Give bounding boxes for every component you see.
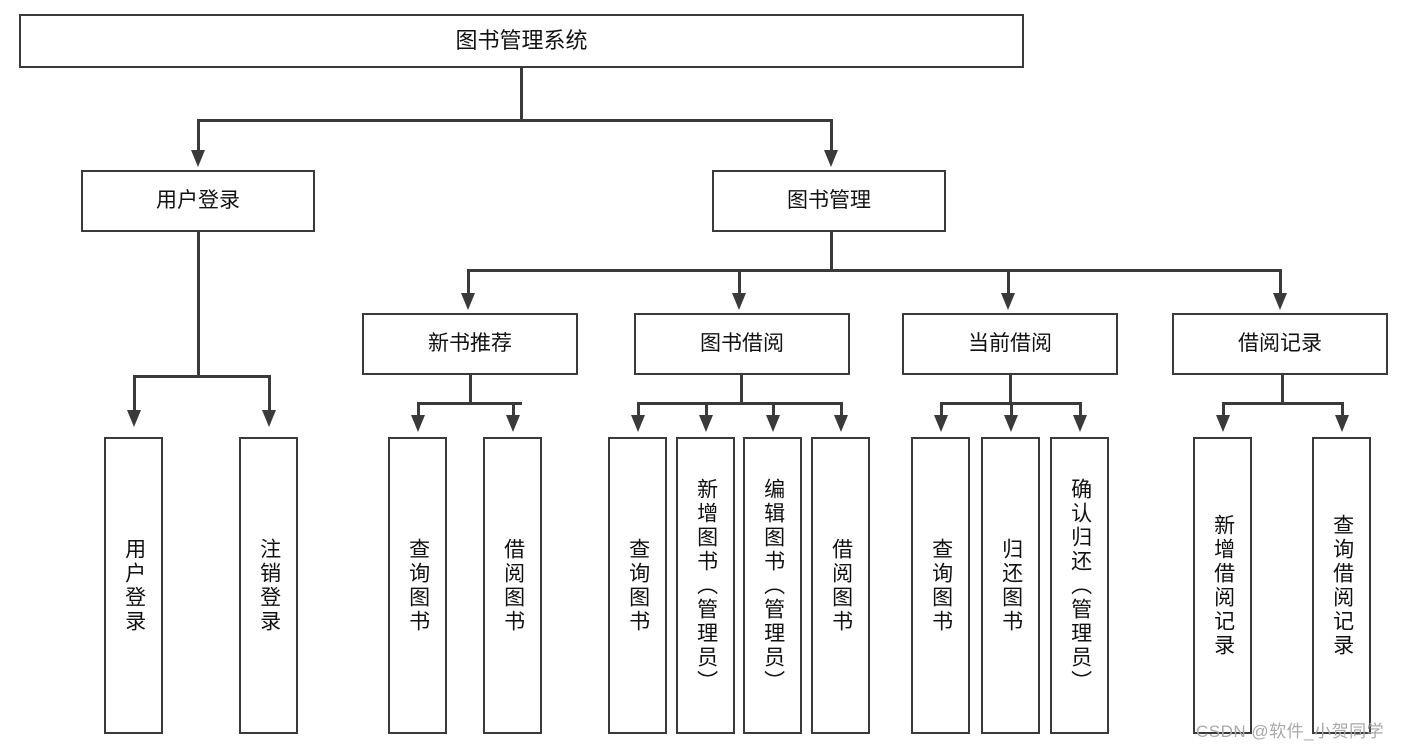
arrowhead-leaf-add-book bbox=[699, 415, 713, 432]
arrowhead-book-manage bbox=[824, 150, 838, 167]
connector-borrow-record-stem bbox=[1281, 375, 1284, 403]
connector-borrow-record-leaf1 bbox=[1222, 402, 1225, 415]
connector-to-book-manage bbox=[830, 119, 833, 150]
connector-to-current-borrow bbox=[1007, 269, 1010, 293]
node-label: 用户登录 bbox=[156, 188, 240, 212]
connector-to-book-borrow bbox=[738, 269, 741, 293]
arrowhead-leaf-query-book-1 bbox=[411, 415, 425, 432]
node-root-system[interactable]: 图书管理系统 bbox=[19, 14, 1024, 68]
node-label: 编辑图书（管理员） bbox=[761, 477, 785, 694]
node-book-borrow[interactable]: 图书借阅 bbox=[634, 313, 850, 375]
leaf-current-confirm-return[interactable]: 确认归还（管理员） bbox=[1050, 437, 1109, 734]
node-label: 图书管理系统 bbox=[455, 28, 588, 54]
leaf-record-add[interactable]: 新增借阅记录 bbox=[1193, 437, 1252, 734]
arrowhead-leaf-edit-book bbox=[766, 415, 780, 432]
node-label: 当前借阅 bbox=[968, 331, 1052, 355]
connector-root-bus bbox=[197, 119, 831, 122]
arrowhead-leaf-add-record bbox=[1216, 415, 1230, 432]
node-label: 查询图书 bbox=[929, 537, 953, 634]
node-new-book-recommend[interactable]: 新书推荐 bbox=[362, 313, 578, 375]
node-label: 新增借阅记录 bbox=[1211, 513, 1235, 658]
node-label: 确认归还（管理员） bbox=[1068, 477, 1092, 694]
connector-user-login-leaf1 bbox=[133, 375, 136, 410]
connector-user-login-leaf2 bbox=[268, 375, 271, 410]
node-label: 查询图书 bbox=[626, 537, 650, 634]
connector-book-borrow-leaf3 bbox=[772, 402, 775, 415]
arrowhead-leaf-confirm-return bbox=[1073, 415, 1087, 432]
connector-to-borrow-record bbox=[1279, 269, 1282, 293]
arrowhead-leaf-query-book-3 bbox=[934, 415, 948, 432]
arrowhead-leaf-borrow-book-1 bbox=[506, 415, 520, 432]
arrowhead-borrow-record bbox=[1273, 293, 1287, 310]
node-label: 借阅图书 bbox=[829, 537, 853, 634]
leaf-user-login[interactable]: 用户登录 bbox=[104, 437, 163, 734]
connector-current-borrow-leaf1 bbox=[940, 402, 943, 415]
arrowhead-leaf-user-login bbox=[127, 410, 141, 427]
connector-borrow-record-bus bbox=[1222, 402, 1342, 405]
connector-new-book-leaf2 bbox=[512, 402, 515, 415]
node-user-login[interactable]: 用户登录 bbox=[81, 170, 315, 232]
connector-book-borrow-leaf4 bbox=[840, 402, 843, 415]
connector-current-borrow-stem bbox=[1009, 375, 1012, 403]
node-label: 新书推荐 bbox=[428, 331, 512, 355]
leaf-new-book-borrow[interactable]: 借阅图书 bbox=[483, 437, 542, 734]
leaf-borrow-add-book[interactable]: 新增图书（管理员） bbox=[676, 437, 735, 734]
node-current-borrow[interactable]: 当前借阅 bbox=[902, 313, 1118, 375]
leaf-record-query[interactable]: 查询借阅记录 bbox=[1312, 437, 1371, 734]
node-label: 图书管理 bbox=[787, 188, 871, 212]
node-label: 用户登录 bbox=[122, 537, 146, 634]
connector-borrow-record-leaf2 bbox=[1341, 402, 1344, 415]
leaf-current-return-book[interactable]: 归还图书 bbox=[981, 437, 1040, 734]
leaf-borrow-borrow-book[interactable]: 借阅图书 bbox=[811, 437, 870, 734]
leaf-borrow-edit-book[interactable]: 编辑图书（管理员） bbox=[743, 437, 802, 734]
connector-book-borrow-leaf2 bbox=[705, 402, 708, 415]
arrowhead-leaf-borrow-book-2 bbox=[834, 415, 848, 432]
node-book-manage[interactable]: 图书管理 bbox=[712, 170, 946, 232]
connector-to-user-login bbox=[197, 119, 200, 150]
leaf-borrow-query-book[interactable]: 查询图书 bbox=[608, 437, 667, 734]
connector-to-new-book bbox=[467, 269, 470, 293]
node-label: 图书借阅 bbox=[700, 331, 784, 355]
connector-root-stem bbox=[520, 68, 523, 120]
connector-new-book-stem bbox=[469, 375, 472, 403]
node-label: 查询借阅记录 bbox=[1330, 513, 1354, 658]
connector-book-borrow-bus bbox=[637, 402, 842, 405]
arrowhead-leaf-logout bbox=[262, 410, 276, 427]
node-label: 新增图书（管理员） bbox=[694, 477, 718, 694]
arrowhead-leaf-query-record bbox=[1335, 415, 1349, 432]
node-label: 归还图书 bbox=[999, 537, 1023, 634]
node-label: 借阅记录 bbox=[1238, 331, 1322, 355]
arrowhead-user-login bbox=[191, 150, 205, 167]
connector-book-manage-stem bbox=[830, 232, 833, 270]
connector-current-borrow-leaf3 bbox=[1079, 402, 1082, 415]
node-label: 查询图书 bbox=[406, 537, 430, 634]
leaf-new-book-query[interactable]: 查询图书 bbox=[388, 437, 447, 734]
connector-current-borrow-leaf2 bbox=[1010, 402, 1013, 415]
connector-new-book-bus bbox=[417, 402, 522, 405]
arrowhead-leaf-query-book-2 bbox=[631, 415, 645, 432]
connector-new-book-leaf1 bbox=[417, 402, 420, 415]
leaf-logout[interactable]: 注销登录 bbox=[239, 437, 298, 734]
arrowhead-new-book bbox=[461, 293, 475, 310]
connector-book-manage-bus bbox=[467, 269, 1279, 272]
connector-user-login-bus bbox=[133, 375, 268, 378]
node-label: 注销登录 bbox=[257, 537, 281, 634]
connector-user-login-stem bbox=[197, 232, 200, 377]
leaf-current-query-book[interactable]: 查询图书 bbox=[911, 437, 970, 734]
node-borrow-record[interactable]: 借阅记录 bbox=[1172, 313, 1388, 375]
connector-book-borrow-stem bbox=[740, 375, 743, 403]
connector-book-borrow-leaf1 bbox=[637, 402, 640, 415]
node-label: 借阅图书 bbox=[501, 537, 525, 634]
arrowhead-leaf-return-book bbox=[1004, 415, 1018, 432]
arrowhead-book-borrow bbox=[732, 293, 746, 310]
arrowhead-current-borrow bbox=[1001, 293, 1015, 310]
